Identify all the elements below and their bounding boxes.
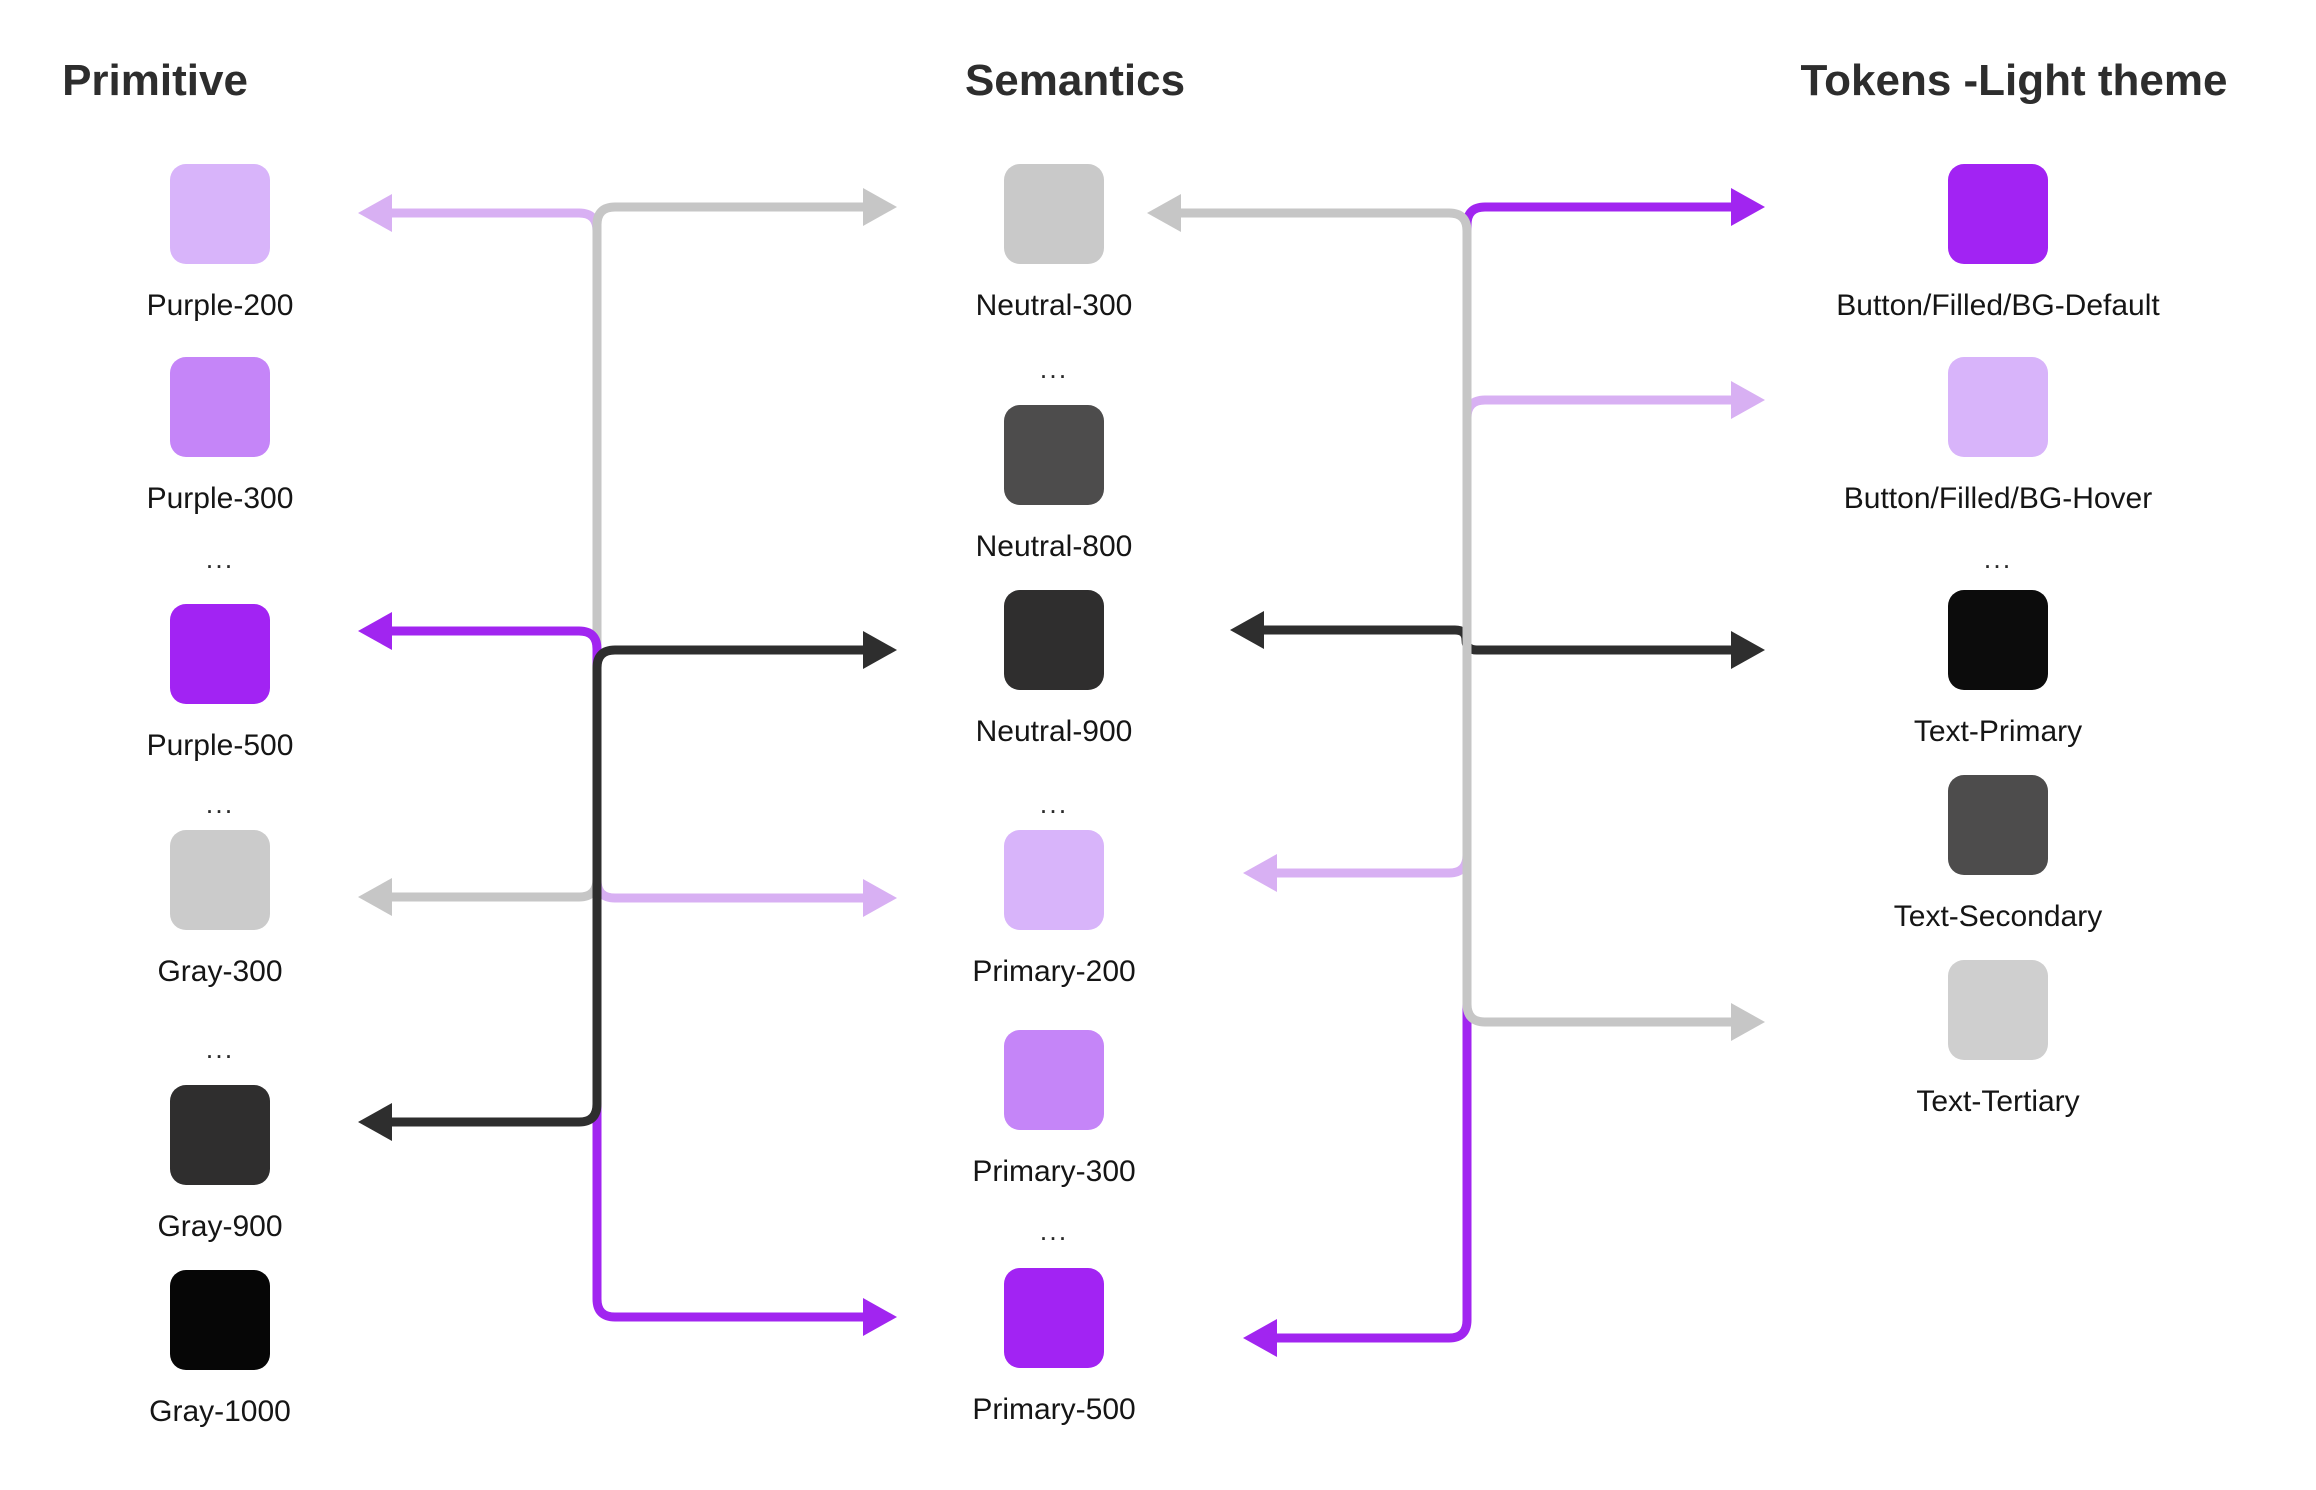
swatch-neutral-300 (1004, 164, 1104, 264)
swatch-purple-500 (170, 604, 270, 704)
arrowhead-right-icon (1731, 381, 1765, 419)
arrowhead-right-icon (1731, 188, 1765, 226)
ellipsis-semantics-4: ... (1039, 789, 1069, 819)
arrowhead-left-icon (1243, 854, 1277, 892)
swatch-label-text-primary: Text-Primary (1913, 715, 2083, 748)
arrowhead-right-icon (1731, 631, 1765, 669)
arrowhead-left-icon (358, 194, 392, 232)
connector-purple500-primary500 (392, 626, 863, 1322)
swatch-gray-1000 (170, 1270, 270, 1370)
ellipsis-semantics-7: ... (1039, 1216, 1069, 1246)
column-title-primitive: Primitive (62, 56, 248, 105)
swatch-label-text-tertiary: Text-Tertiary (1916, 1085, 2080, 1118)
ellipsis-semantics-1: ... (1039, 354, 1069, 384)
arrowhead-right-icon (863, 879, 897, 917)
swatch-button-filled-bg-default (1948, 164, 2048, 264)
swatch-label-primary-200: Primary-200 (972, 955, 1136, 988)
swatch-gray-300 (170, 830, 270, 930)
swatch-text-secondary (1948, 775, 2048, 875)
swatch-purple-300 (170, 357, 270, 457)
swatch-label-primary-500: Primary-500 (972, 1393, 1136, 1426)
swatch-label-text-secondary: Text-Secondary (1893, 900, 2103, 933)
connector-purple200-primary200 (392, 208, 863, 903)
swatch-text-primary (1948, 590, 2048, 690)
swatch-label-button-filled-bg-default: Button/Filled/BG-Default (1836, 289, 2160, 322)
swatch-text-tertiary (1948, 960, 2048, 1060)
arrowhead-left-icon (358, 1103, 392, 1141)
connector-gray900-neutral900 (392, 645, 863, 1127)
connector-neutral300-text-tertiary (1181, 208, 1731, 1027)
arrowhead-left-icon (1230, 611, 1264, 649)
arrowhead-left-icon (1243, 1319, 1277, 1357)
arrowhead-left-icon (1147, 194, 1181, 232)
swatch-label-primary-300: Primary-300 (972, 1155, 1136, 1188)
connector-neutral900-text-primary (1264, 625, 1731, 655)
arrowhead-right-icon (863, 188, 897, 226)
arrowhead-left-icon (358, 612, 392, 650)
connector-primary500-bg-default (1277, 202, 1731, 1343)
swatch-label-neutral-800: Neutral-800 (975, 530, 1133, 563)
swatch-primary-200 (1004, 830, 1104, 930)
connector-primary200-bg-hover (1277, 395, 1731, 878)
arrowhead-right-icon (1731, 1003, 1765, 1041)
swatch-label-neutral-900: Neutral-900 (975, 715, 1133, 748)
swatch-primary-500 (1004, 1268, 1104, 1368)
swatch-purple-200 (170, 164, 270, 264)
swatch-neutral-800 (1004, 405, 1104, 505)
swatch-neutral-900 (1004, 590, 1104, 690)
arrowhead-right-icon (863, 631, 897, 669)
arrowhead-left-icon (358, 878, 392, 916)
swatch-label-neutral-300: Neutral-300 (975, 289, 1133, 322)
swatch-label-button-filled-bg-hover: Button/Filled/BG-Hover (1843, 482, 2153, 515)
swatch-button-filled-bg-hover (1948, 357, 2048, 457)
column-title-semantics: Semantics (964, 56, 1186, 105)
swatch-primary-300 (1004, 1030, 1104, 1130)
ellipsis-primitive-6: ... (205, 1034, 235, 1064)
swatch-label-purple-200: Purple-200 (146, 289, 294, 322)
swatch-label-gray-1000: Gray-1000 (149, 1395, 291, 1428)
ellipsis-primitive-2: ... (205, 544, 235, 574)
swatch-label-purple-500: Purple-500 (146, 729, 294, 762)
connector-gray300-neutral300 (392, 202, 863, 902)
ellipsis-tokens-light-theme-2: ... (1983, 544, 2013, 574)
ellipsis-primitive-4: ... (205, 789, 235, 819)
arrowhead-right-icon (863, 1298, 897, 1336)
swatch-label-gray-300: Gray-300 (157, 955, 283, 988)
column-title-tokens-light-theme: Tokens -Light theme (1800, 56, 2228, 105)
swatch-gray-900 (170, 1085, 270, 1185)
swatch-label-gray-900: Gray-900 (157, 1210, 283, 1243)
swatch-label-purple-300: Purple-300 (146, 482, 294, 515)
